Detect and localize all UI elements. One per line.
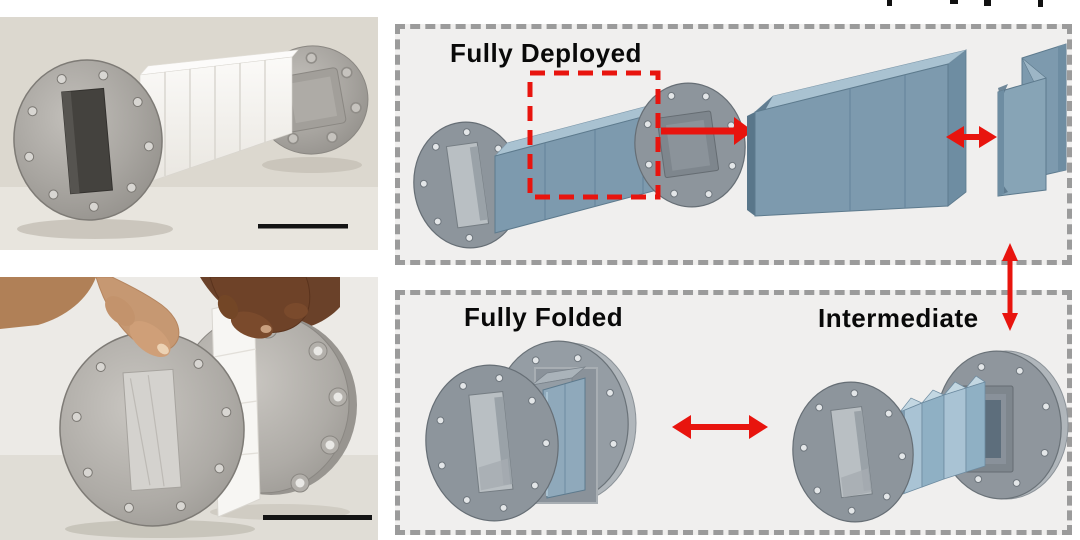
label-fully-deployed: Fully Deployed (450, 38, 642, 68)
cad-unit-deployed (747, 49, 967, 217)
zoom-arrow (661, 117, 753, 145)
clipped-text-fragment (950, 0, 958, 4)
cad-intermediate-assembly (792, 350, 1069, 523)
cad-left-flange (792, 381, 914, 523)
panel-fully-deployed: Fully Deployed (395, 24, 1072, 265)
fingernail (157, 343, 169, 355)
shadow (262, 157, 362, 173)
deployed-cad-illustration (413, 43, 1067, 249)
photo-deployed-prototype (0, 17, 378, 250)
scale-bar (258, 224, 348, 229)
label-intermediate: Intermediate (818, 303, 979, 333)
shadow (17, 219, 173, 239)
left-arm (0, 277, 96, 329)
cad-folded-assembly (425, 340, 637, 522)
clipped-text-fragment (1038, 0, 1043, 7)
folded-prototype-illustration (0, 277, 378, 540)
folded-cad-illustration (425, 340, 1069, 523)
shadow (65, 520, 255, 538)
right-hand (209, 277, 311, 339)
fingernail (260, 325, 272, 333)
fold-unfold-arrow (672, 415, 768, 439)
cad-unit-folded (997, 43, 1067, 197)
cad-front-flange (425, 364, 559, 522)
deployed-prototype-illustration (0, 17, 378, 250)
label-fully-folded: Fully Folded (464, 302, 624, 332)
fold-unfold-arrow (946, 126, 997, 148)
front-flange (13, 59, 163, 221)
panel-link-arrow (1002, 243, 1018, 331)
panel-folded-intermediate: Fully Folded Intermediate (395, 290, 1072, 535)
front-flange (59, 331, 245, 527)
left-hand (95, 277, 180, 357)
photo-folded-prototype (0, 277, 378, 540)
clipped-text-fragment (984, 0, 991, 6)
clipped-text-fragment (887, 0, 892, 6)
zoom-region-box (527, 70, 661, 200)
scale-bar (263, 515, 372, 520)
